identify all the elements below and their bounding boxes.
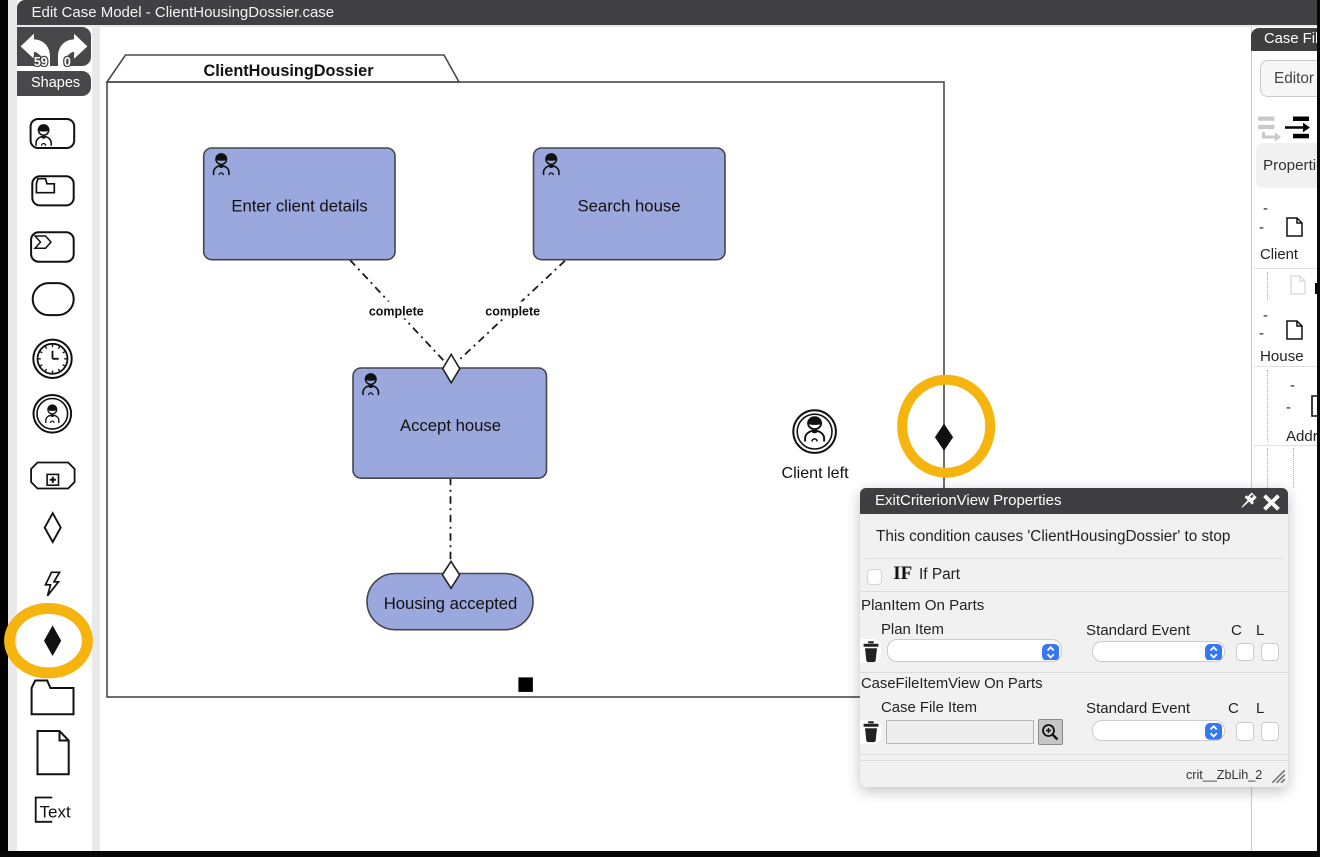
svg-text:Enter client details: Enter client details	[231, 197, 367, 216]
svg-text:Search house: Search house	[578, 197, 681, 216]
svg-text:Text: Text	[40, 803, 71, 822]
svg-text:complete: complete	[485, 305, 540, 319]
svg-text:Accept house: Accept house	[400, 416, 501, 435]
svg-text:complete: complete	[369, 305, 424, 319]
svg-text:Client left: Client left	[781, 464, 849, 482]
svg-text:Housing accepted: Housing accepted	[384, 594, 518, 613]
svg-text:0: 0	[64, 55, 71, 67]
svg-text:59: 59	[34, 55, 48, 67]
svg-text:ClientHousingDossier: ClientHousingDossier	[203, 62, 374, 80]
